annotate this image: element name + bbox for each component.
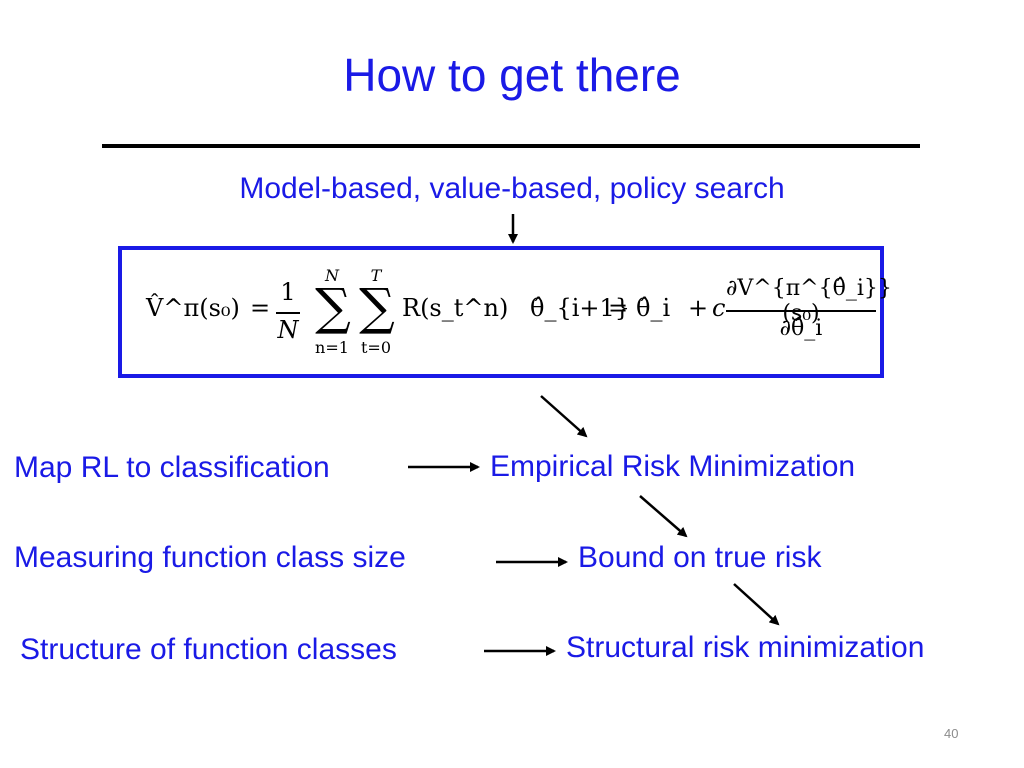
page-number: 40 xyxy=(944,726,959,741)
gradient-denominator: ∂θ̂_i xyxy=(779,316,823,341)
fraction-denominator: N xyxy=(277,316,299,344)
flow-right-1: Empirical Risk Minimization xyxy=(490,450,856,483)
inner-sum-sigma: ∑ xyxy=(359,278,395,336)
reward-term: R(s_t^n) xyxy=(402,294,509,322)
policy-update-lhs: θ̂_{i+1} xyxy=(530,294,631,322)
fraction-numerator: 1 xyxy=(280,278,296,306)
arrow-equations-to-erm xyxy=(540,395,588,438)
arrow-bound-to-srm xyxy=(733,583,780,626)
fraction-bar xyxy=(276,312,300,314)
outer-sum-lower: n=1 xyxy=(315,338,349,357)
title-divider xyxy=(102,144,920,148)
inner-sum-upper: T xyxy=(370,266,382,285)
value-estimate-lhs: V̂^π(s₀) xyxy=(146,294,240,322)
step-size-c: c xyxy=(712,294,726,322)
outer-sum-upper: N xyxy=(325,266,339,285)
flow-left-3: Structure of function classes xyxy=(20,633,397,666)
gradient-numerator: ∂V^{π^{θ̂_i}}(s₀) xyxy=(726,276,892,326)
flow-right-2: Bound on true risk xyxy=(578,541,822,574)
equation-box: V̂^π(s₀) = 1 N N ∑ n=1 T ∑ t=0 R(s_t^n) … xyxy=(118,246,892,378)
gradient-fraction-bar xyxy=(726,310,876,312)
flow-left-1: Map RL to classification xyxy=(14,451,330,484)
value-estimate-equals: = xyxy=(250,294,271,322)
slide-title: How to get there xyxy=(343,49,681,101)
policy-update-theta-i: θ̂_i xyxy=(636,294,671,322)
outer-sum-sigma: ∑ xyxy=(315,278,351,336)
approaches-heading: Model-based, value-based, policy search xyxy=(239,172,785,205)
flow-right-3: Structural risk minimization xyxy=(566,631,925,664)
inner-sum-lower: t=0 xyxy=(360,338,391,357)
policy-update-equals: = xyxy=(608,294,629,322)
flow-left-2: Measuring function class size xyxy=(14,541,406,574)
arrow-erm-to-bound xyxy=(639,495,688,538)
policy-update-plus: + xyxy=(688,294,709,322)
